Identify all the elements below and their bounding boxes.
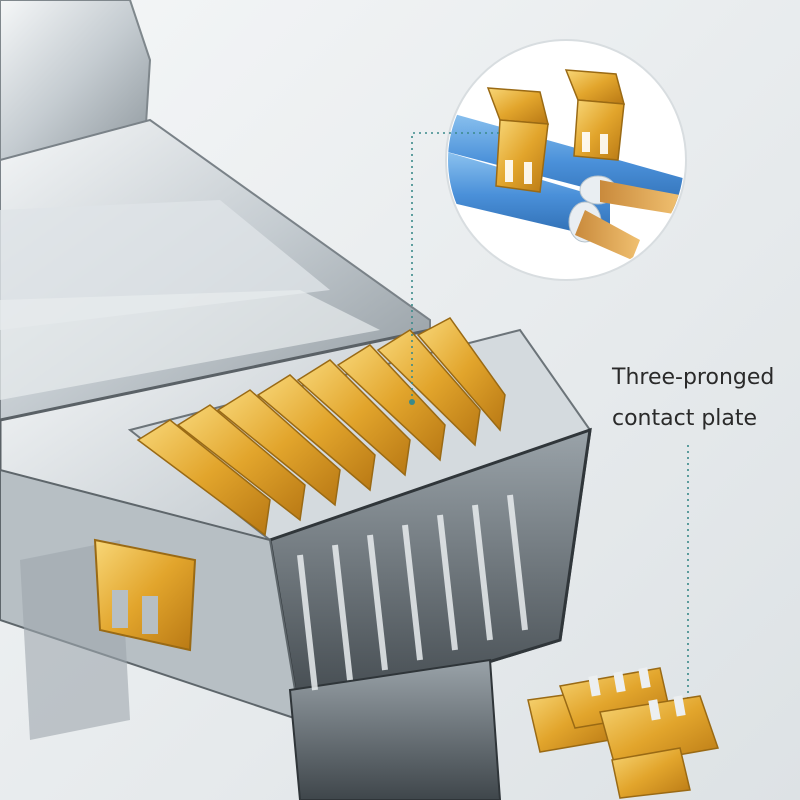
caption-line-1: Three-pronged — [612, 365, 775, 390]
blue-wire-bottom — [448, 150, 610, 240]
leader-dot-connector — [409, 399, 415, 405]
contact-pin-1 — [486, 87, 549, 193]
copper-strands-bottom — [575, 210, 640, 260]
wire-detail-inset — [445, 39, 687, 281]
caption-line-2: contact plate — [612, 406, 758, 431]
leader-lines — [411, 132, 689, 712]
contact-pins — [136, 317, 506, 537]
copper-strands-top — [600, 180, 680, 215]
three-pronged-plates — [527, 667, 719, 799]
contact-pin-2 — [564, 69, 626, 161]
